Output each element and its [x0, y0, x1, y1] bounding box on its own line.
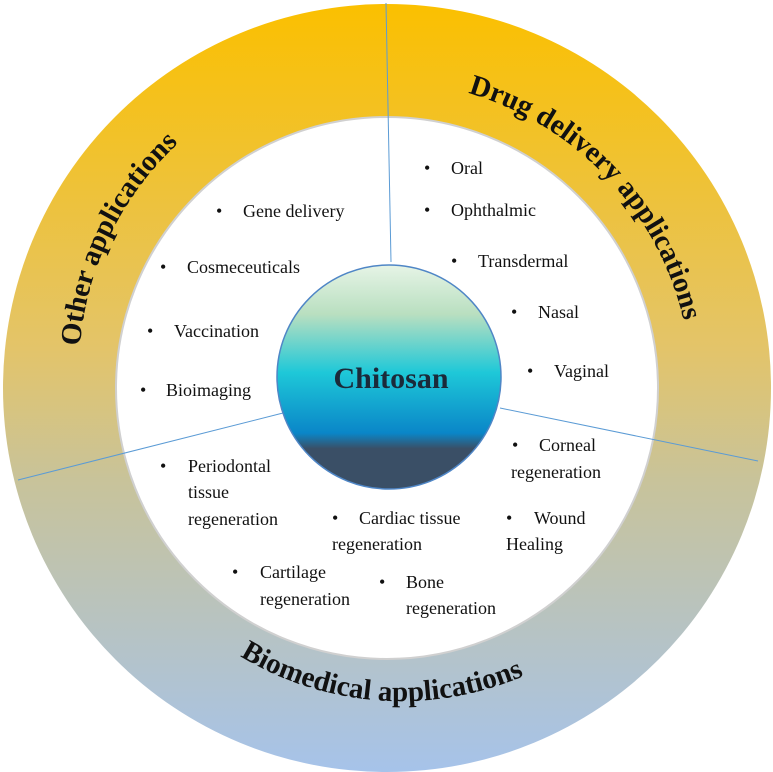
bullet-icon: •: [451, 251, 457, 271]
item-transdermal: Transdermal: [478, 251, 568, 271]
bullet-icon: •: [160, 456, 166, 476]
item-cartilage-line1: Cartilage: [260, 562, 326, 582]
item-bone-line2: regeneration: [406, 598, 496, 618]
item-cosmeceuticals: Cosmeceuticals: [187, 257, 300, 277]
bullet-icon: •: [147, 321, 153, 341]
item-periodontal-line3: regeneration: [188, 509, 278, 529]
item-oral: Oral: [451, 158, 483, 178]
item-bone-line1: Bone: [406, 572, 444, 592]
item-corneal-line1: Corneal: [539, 435, 596, 455]
item-cartilage-line2: regeneration: [260, 589, 350, 609]
bullet-icon: •: [160, 257, 166, 277]
center-label: Chitosan: [333, 362, 448, 395]
drug-delivery-list: • Oral • Ophthalmic • Transdermal • Nasa…: [424, 158, 609, 381]
sector-divider-right: [499, 407, 759, 462]
bullet-icon: •: [232, 562, 238, 582]
bullet-icon: •: [527, 361, 533, 381]
bullet-icon: •: [511, 302, 517, 322]
item-bioimaging: Bioimaging: [166, 380, 251, 400]
biomedical-list: • Periodontal tissue regeneration • Card…: [160, 435, 601, 618]
bullet-icon: •: [512, 435, 518, 455]
item-cardiac-line2: regeneration: [332, 534, 422, 554]
sector-divider-top: [385, 2, 392, 263]
bullet-icon: •: [424, 158, 430, 178]
bullet-icon: •: [379, 572, 385, 592]
sector-divider-left: [17, 412, 284, 481]
other-applications-list: • Gene delivery • Cosmeceuticals • Vacci…: [140, 201, 344, 400]
bullet-icon: •: [140, 380, 146, 400]
item-wound-line1: Wound: [534, 508, 586, 528]
item-cardiac-line1: Cardiac tissue: [359, 508, 460, 528]
item-ophthalmic: Ophthalmic: [451, 200, 536, 220]
item-periodontal-line2: tissue: [188, 482, 229, 502]
bullet-icon: •: [506, 508, 512, 528]
center-circle: [276, 264, 502, 490]
item-gene-delivery: Gene delivery: [243, 201, 344, 221]
item-vaccination: Vaccination: [174, 321, 259, 341]
item-vaginal: Vaginal: [554, 361, 609, 381]
bullet-icon: •: [216, 201, 222, 221]
bullet-icon: •: [424, 200, 430, 220]
bullet-icon: •: [332, 508, 338, 528]
item-nasal: Nasal: [538, 302, 579, 322]
item-periodontal-line1: Periodontal: [188, 456, 271, 476]
item-wound-line2: Healing: [506, 534, 563, 554]
item-corneal-line2: regeneration: [511, 462, 601, 482]
